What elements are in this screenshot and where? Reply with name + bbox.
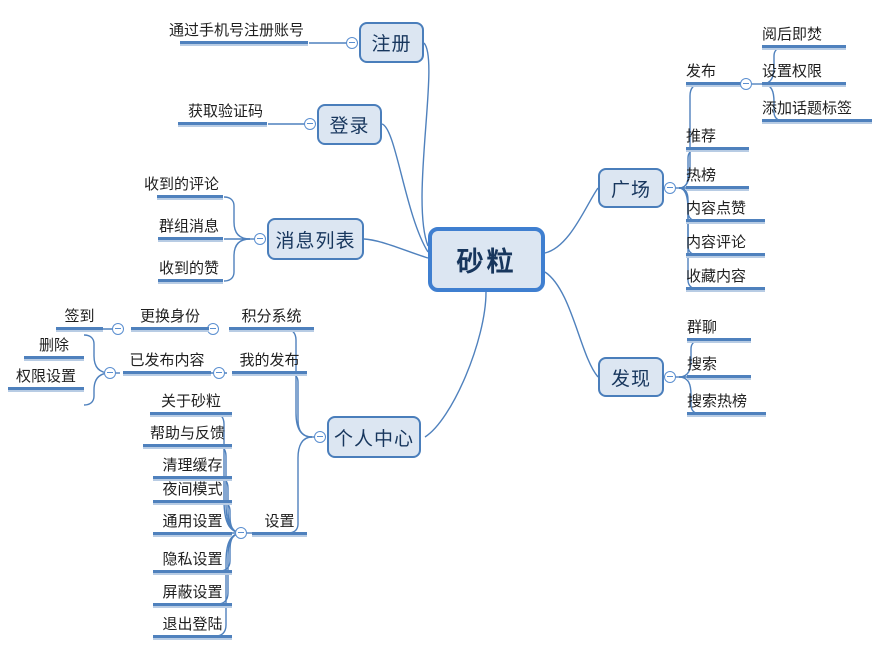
toggle-settings[interactable] xyxy=(235,527,247,539)
node-plaza[interactable]: 广场 xyxy=(598,168,664,208)
toggle-login[interactable] xyxy=(304,118,316,130)
leaf-plaza-favorites[interactable]: 收藏内容 xyxy=(686,266,765,292)
leaf-discover-search-hotlist[interactable]: 搜索热榜 xyxy=(687,391,766,417)
link-profile-c1 xyxy=(287,372,313,438)
node-login-label: 登录 xyxy=(329,116,370,137)
toggle-publish[interactable] xyxy=(740,78,752,90)
leaf-publish-topic-tag[interactable]: 添加话题标签 xyxy=(762,98,872,124)
leaf-my-posts[interactable]: 我的发布 xyxy=(232,350,307,376)
node-discover-label: 发现 xyxy=(610,368,651,390)
leaf-messages-likes[interactable]: 收到的赞 xyxy=(158,258,223,284)
node-register-label: 注册 xyxy=(371,34,412,55)
leaf-plaza-publish[interactable]: 发布 xyxy=(686,61,751,87)
node-profile-label: 个人中心 xyxy=(333,428,414,450)
toggle-discover[interactable] xyxy=(664,371,676,383)
toggle-profile[interactable] xyxy=(314,431,326,443)
link-published-c1 xyxy=(83,372,111,406)
leaf-signin[interactable]: 签到 xyxy=(56,306,103,332)
root-node[interactable]: 砂粒 xyxy=(428,227,545,292)
node-messages-label: 消息列表 xyxy=(275,230,356,252)
toggle-messages[interactable] xyxy=(254,233,266,245)
leaf-settings-privacy[interactable]: 隐私设置 xyxy=(153,549,232,575)
leaf-discover-search[interactable]: 搜索 xyxy=(687,354,751,380)
leaf-settings-block[interactable]: 屏蔽设置 xyxy=(153,582,232,608)
leaf-profile-points-system[interactable]: 积分系统 xyxy=(229,306,314,332)
link-root-plaza xyxy=(544,187,599,254)
link-messages-c0 xyxy=(223,196,251,240)
leaf-settings-clear-cache[interactable]: 清理缓存 xyxy=(153,455,232,481)
leaf-settings-logout[interactable]: 退出登陆 xyxy=(153,614,232,640)
leaf-plaza-recommend[interactable]: 推荐 xyxy=(686,126,749,152)
root-node-label: 砂粒 xyxy=(456,247,517,277)
node-plaza-label: 广场 xyxy=(610,179,651,201)
leaf-settings[interactable]: 设置 xyxy=(252,511,307,537)
node-messages[interactable]: 消息列表 xyxy=(267,218,364,260)
leaf-settings-help-feedback[interactable]: 帮助与反馈 xyxy=(143,423,232,449)
leaf-plaza-hotlist[interactable]: 热榜 xyxy=(686,165,749,191)
leaf-settings-night-mode[interactable]: 夜间模式 xyxy=(153,479,232,505)
node-login[interactable]: 登录 xyxy=(317,104,382,145)
node-discover[interactable]: 发现 xyxy=(598,357,664,397)
leaf-permission-settings[interactable]: 权限设置 xyxy=(8,366,84,392)
leaf-delete[interactable]: 删除 xyxy=(24,335,84,361)
link-profile-c0 xyxy=(285,328,313,438)
leaf-login-code[interactable]: 获取验证码 xyxy=(178,101,267,127)
leaf-messages-group[interactable]: 群组消息 xyxy=(158,216,223,242)
toggle-register[interactable] xyxy=(346,37,358,49)
link-messages-c2 xyxy=(223,238,251,282)
toggle-published-content[interactable] xyxy=(104,367,116,379)
toggle-change-identity[interactable] xyxy=(112,323,124,335)
link-root-messages xyxy=(363,238,429,259)
leaf-publish-burn-after-read[interactable]: 阅后即焚 xyxy=(762,24,846,50)
leaf-messages-comments[interactable]: 收到的评论 xyxy=(144,174,223,200)
link-published-c0 xyxy=(83,334,111,374)
node-register[interactable]: 注册 xyxy=(359,22,424,63)
leaf-plaza-content-like[interactable]: 内容点赞 xyxy=(686,198,765,224)
toggle-plaza[interactable] xyxy=(664,182,676,194)
leaf-change-identity[interactable]: 更换身份 xyxy=(131,306,209,332)
leaf-discover-groupchat[interactable]: 群聊 xyxy=(687,317,751,343)
link-root-profile xyxy=(424,291,487,438)
link-root-login xyxy=(381,123,429,253)
leaf-plaza-content-comment[interactable]: 内容评论 xyxy=(686,232,765,258)
leaf-published-content[interactable]: 已发布内容 xyxy=(123,350,211,376)
leaf-settings-about[interactable]: 关于砂粒 xyxy=(150,391,232,417)
node-profile[interactable]: 个人中心 xyxy=(327,416,421,458)
leaf-settings-general[interactable]: 通用设置 xyxy=(153,511,232,537)
leaf-register-phone[interactable]: 通过手机号注册账号 xyxy=(169,20,308,46)
leaf-publish-permission[interactable]: 设置权限 xyxy=(762,61,846,87)
link-root-discover xyxy=(544,271,599,378)
toggle-my-posts[interactable] xyxy=(213,367,225,379)
link-root-register xyxy=(421,42,430,247)
link-settings-c7 xyxy=(215,532,244,637)
